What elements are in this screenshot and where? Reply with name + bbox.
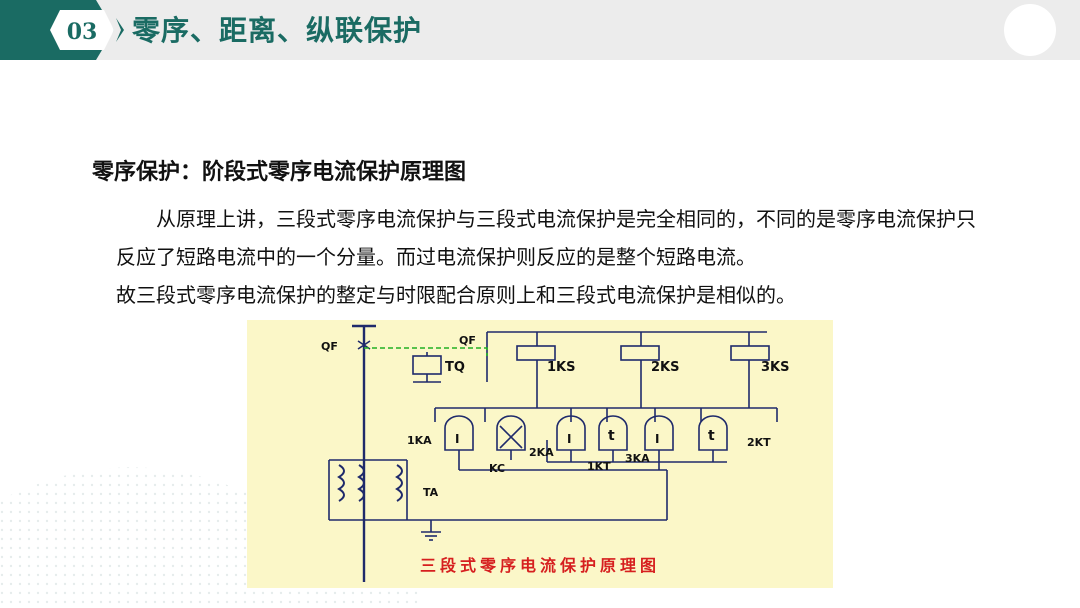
section-heading: 零序保护：阶段式零序电流保护原理图 — [92, 160, 467, 185]
relay-symbol-i: I — [455, 432, 460, 446]
relay-symbol-i: I — [567, 432, 572, 446]
label-1ks: 1KS — [547, 360, 576, 375]
label-kc: KC — [489, 462, 506, 475]
circuit-diagram-drawing — [247, 320, 833, 588]
label-2ks: 2KS — [651, 360, 680, 375]
section-number: 03 — [67, 19, 98, 45]
paragraph: 故三段式零序电流保护的整定与时限配合原则上和三段式电流保护是相似的。 — [116, 283, 796, 307]
label-ta: TA — [423, 486, 439, 499]
label-3ks: 3KS — [761, 360, 790, 375]
section-badge: 03 — [0, 0, 124, 60]
page-title: 零序、距离、纵联保护 — [132, 14, 423, 47]
label-qf-right: QF — [459, 334, 476, 347]
label-tq: TQ — [445, 360, 465, 375]
relay-symbol-t: t — [708, 428, 715, 444]
body-text: 从原理上讲，三段式零序电流保护与三段式电流保护是完全相同的，不同的是零序电流保护… — [116, 200, 976, 314]
header-circle-decoration — [1004, 4, 1056, 56]
paragraph: 从原理上讲，三段式零序电流保护与三段式电流保护是完全相同的，不同的是零序电流保护… — [116, 207, 976, 269]
relay-symbol-t: t — [608, 428, 615, 444]
label-1kt: 1KT — [587, 460, 611, 473]
label-3ka: 3KA — [625, 452, 650, 465]
label-1ka: 1KA — [407, 434, 432, 447]
header-bar — [0, 0, 1080, 60]
relay-symbol-i: I — [655, 432, 660, 446]
diagram-caption: 三段式零序电流保护原理图 — [419, 556, 660, 575]
label-2ka: 2KA — [529, 446, 554, 459]
label-2kt: 2KT — [747, 436, 771, 449]
label-qf-left: QF — [321, 340, 338, 353]
circuit-diagram: QF QF TQ 1KS 2KS 3KS 1KA 2KA 3KA KC 1KT … — [247, 320, 833, 588]
